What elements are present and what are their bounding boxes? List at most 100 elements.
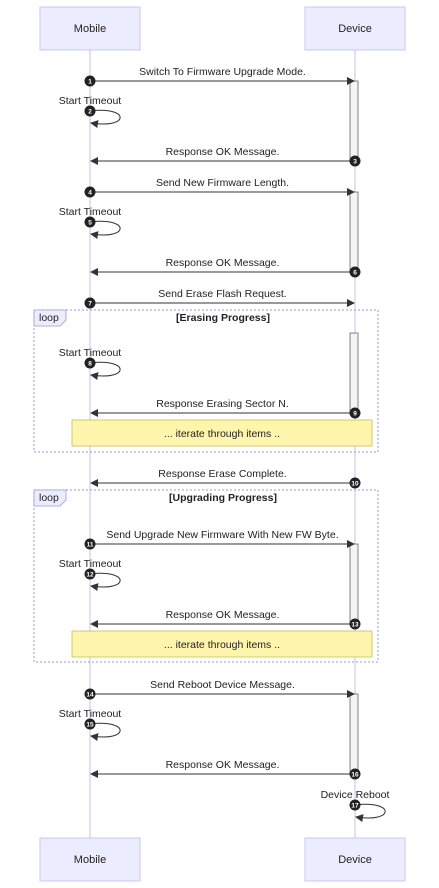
self-message-arrow bbox=[354, 803, 386, 823]
message-6: Response OK Message. 6 bbox=[90, 257, 361, 278]
message-label: Response Erase Complete. bbox=[158, 468, 286, 480]
note-text: ... iterate through items .. bbox=[164, 428, 280, 440]
device-activation-1 bbox=[349, 80, 359, 162]
loop-frame bbox=[33, 309, 379, 453]
sequence-number: 3 bbox=[353, 158, 357, 165]
sequence-number-badge bbox=[349, 266, 361, 278]
sequence-number: 12 bbox=[86, 571, 94, 578]
sequence-number: 10 bbox=[351, 480, 359, 487]
sequence-number-badge bbox=[84, 568, 96, 580]
loop-erasing: loop [Erasing Progress] ... iterate thro… bbox=[33, 309, 379, 453]
message-label: Send Erase Flash Request. bbox=[158, 288, 286, 300]
sequence-number: 11 bbox=[87, 541, 94, 548]
sequence-number: 16 bbox=[351, 771, 359, 778]
sequence-number-badge bbox=[84, 105, 96, 117]
message-9: Response Erasing Sector N. 9 bbox=[90, 398, 361, 419]
message-label: Switch To Firmware Upgrade Mode. bbox=[139, 66, 306, 78]
self-message-arrow bbox=[89, 722, 121, 742]
note-box bbox=[71, 630, 373, 658]
actor-label: Device bbox=[338, 854, 372, 866]
self-message-arrow bbox=[89, 109, 121, 129]
message-13: Response OK Message. 13 bbox=[90, 609, 361, 630]
actor-box bbox=[39, 837, 141, 882]
sequence-number-badge bbox=[84, 688, 96, 700]
sequence-number-badge bbox=[349, 799, 361, 811]
sequence-number: 6 bbox=[353, 269, 357, 276]
actor-label: Mobile bbox=[74, 23, 106, 35]
loop-tag-shape bbox=[33, 309, 67, 327]
note-text: ... iterate through items .. bbox=[164, 639, 280, 651]
message-label: Response OK Message. bbox=[166, 257, 280, 269]
message-label: Start Timeout bbox=[59, 708, 122, 720]
actor-label: Mobile bbox=[74, 854, 106, 866]
actor-device-bottom: Device bbox=[304, 837, 406, 882]
sequence-number-badge bbox=[84, 357, 96, 369]
message-label: Response Erasing Sector N. bbox=[156, 398, 288, 410]
message-label: Device Reboot bbox=[321, 789, 390, 801]
loop-title: [Upgrading Progress] bbox=[169, 492, 277, 504]
message-label: Send Reboot Device Message. bbox=[150, 679, 295, 691]
sequence-number-badge bbox=[349, 155, 361, 167]
sequence-number-badge bbox=[84, 186, 96, 198]
message-label: Send New Firmware Length. bbox=[156, 177, 289, 189]
device-activation-5 bbox=[349, 693, 359, 775]
sequence-number-badge bbox=[349, 407, 361, 419]
message-label: Send Upgrade New Firmware With New FW By… bbox=[106, 529, 338, 541]
actor-mobile-top: Mobile bbox=[39, 6, 141, 51]
sequence-number: 1 bbox=[88, 78, 92, 85]
actor-box bbox=[304, 837, 406, 882]
sequence-number-badge bbox=[349, 477, 361, 489]
message-label: Start Timeout bbox=[59, 95, 122, 107]
message-label: Start Timeout bbox=[59, 347, 122, 359]
loop-tag-label: loop bbox=[39, 492, 59, 504]
loop-tag-label: loop bbox=[39, 312, 59, 324]
sequence-number-badge bbox=[84, 297, 96, 309]
actor-device-top: Device bbox=[304, 6, 406, 51]
self-message-arrow bbox=[89, 220, 121, 240]
note-box bbox=[71, 419, 373, 447]
sequence-number: 7 bbox=[88, 300, 92, 307]
message-3: Response OK Message. 3 bbox=[90, 146, 361, 167]
loop-upgrading: loop [Upgrading Progress] ... iterate th… bbox=[33, 489, 379, 663]
message-11: Send Upgrade New Firmware With New FW By… bbox=[84, 529, 355, 550]
message-label: Response OK Message. bbox=[166, 609, 280, 621]
message-label: Start Timeout bbox=[59, 558, 122, 570]
device-activation-3 bbox=[349, 332, 359, 414]
message-14: Send Reboot Device Message. 14 bbox=[84, 679, 355, 700]
actor-box bbox=[39, 6, 141, 51]
actor-mobile-bottom: Mobile bbox=[39, 837, 141, 882]
sequence-number: 13 bbox=[351, 621, 359, 628]
loop-tag-shape bbox=[33, 489, 67, 507]
sequence-number: 17 bbox=[351, 802, 359, 809]
loop-frame bbox=[33, 489, 379, 663]
message-10: Response Erase Complete. 10 bbox=[90, 468, 361, 489]
sequence-number-badge bbox=[349, 618, 361, 630]
actor-label: Device bbox=[338, 23, 372, 35]
actor-box bbox=[304, 6, 406, 51]
sequence-number-badge bbox=[84, 216, 96, 228]
loop-title: [Erasing Progress] bbox=[176, 312, 270, 324]
sequence-number: 15 bbox=[86, 721, 94, 728]
message-label: Response OK Message. bbox=[166, 146, 280, 158]
self-message-arrow bbox=[89, 361, 121, 381]
sequence-number: 2 bbox=[88, 108, 92, 115]
message-16: Response OK Message.16 bbox=[90, 759, 361, 780]
sequence-number-badge bbox=[84, 718, 96, 730]
message-1: Switch To Firmware Upgrade Mode. 1 bbox=[84, 66, 355, 87]
device-activation-4 bbox=[349, 543, 359, 625]
sequence-number: 14 bbox=[86, 691, 94, 698]
sequence-number: 4 bbox=[88, 189, 92, 196]
sequence-number: 9 bbox=[353, 410, 357, 417]
sequence-number-badge bbox=[349, 768, 361, 780]
message-4: Send New Firmware Length. 4 bbox=[84, 177, 355, 198]
device-activation-2 bbox=[349, 191, 359, 273]
sequence-number-badge bbox=[84, 538, 96, 550]
